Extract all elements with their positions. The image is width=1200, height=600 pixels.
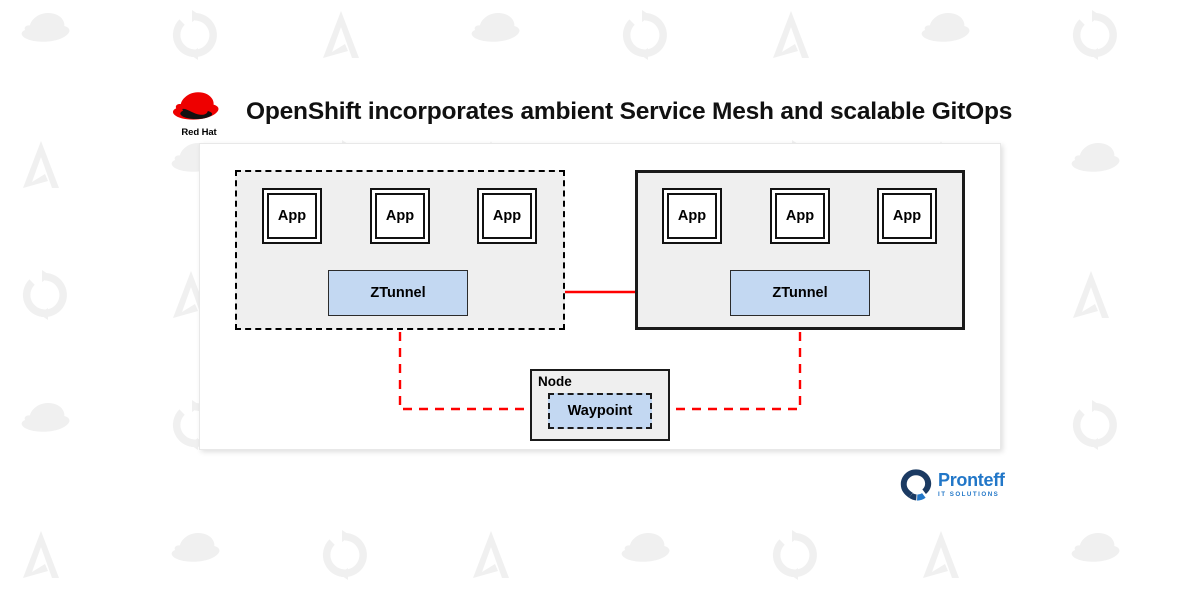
app-box: App xyxy=(370,188,430,244)
diagram-panel: App App App ZTunnel App App App ZTunnel … xyxy=(199,143,1001,450)
left-ztunnel-box: ZTunnel xyxy=(328,270,468,316)
openshift-sync-icon xyxy=(1068,8,1122,67)
redhat-hat-icon xyxy=(1068,138,1128,185)
redhat-hat-icon xyxy=(18,8,78,55)
pronteff-mark-icon xyxy=(900,469,932,501)
ansible-a-icon xyxy=(918,528,964,587)
app-label: App xyxy=(482,193,532,239)
redhat-hat-icon xyxy=(168,528,228,575)
diagram-canvas: App App App ZTunnel App App App ZTunnel … xyxy=(200,144,1000,449)
pronteff-text-block: Pronteff IT SOLUTIONS xyxy=(938,471,1005,498)
redhat-hat-icon xyxy=(18,398,78,445)
red-hat-logo: Red Hat xyxy=(168,86,230,138)
page-title: OpenShift incorporates ambient Service M… xyxy=(246,98,1013,125)
app-label: App xyxy=(667,193,717,239)
pronteff-tagline: IT SOLUTIONS xyxy=(938,491,1000,499)
redhat-hat-icon xyxy=(468,8,528,55)
app-box: App xyxy=(662,188,722,244)
app-box: App xyxy=(477,188,537,244)
openshift-sync-icon xyxy=(18,268,72,327)
app-label: App xyxy=(882,193,932,239)
app-box: App xyxy=(877,188,937,244)
title-row: Red Hat OpenShift incorporates ambient S… xyxy=(168,86,1012,138)
app-label: App xyxy=(775,193,825,239)
openshift-sync-icon xyxy=(318,528,372,587)
redhat-hat-icon xyxy=(918,8,978,55)
openshift-sync-icon xyxy=(1068,398,1122,457)
openshift-sync-icon xyxy=(768,528,822,587)
app-box: App xyxy=(262,188,322,244)
redhat-hat-icon xyxy=(1068,528,1128,575)
app-box: App xyxy=(770,188,830,244)
ansible-a-icon xyxy=(1068,268,1114,327)
ansible-a-icon xyxy=(318,8,364,67)
app-label: App xyxy=(267,193,317,239)
right-ztunnel-box: ZTunnel xyxy=(730,270,870,316)
waypoint-box: Waypoint xyxy=(548,393,652,429)
redhat-hat-icon xyxy=(618,528,678,575)
pronteff-logo: Pronteff IT SOLUTIONS xyxy=(897,464,1012,506)
openshift-sync-icon xyxy=(618,8,672,67)
red-hat-wordmark: Red Hat xyxy=(181,127,217,138)
openshift-sync-icon xyxy=(168,8,222,67)
node-box: Node Waypoint xyxy=(530,369,670,441)
ansible-a-icon xyxy=(18,528,64,587)
ansible-a-icon xyxy=(468,528,514,587)
node-label: Node xyxy=(538,374,572,389)
app-label: App xyxy=(375,193,425,239)
pronteff-name: Pronteff xyxy=(938,470,1005,491)
ansible-a-icon xyxy=(768,8,814,67)
ansible-a-icon xyxy=(18,138,64,197)
